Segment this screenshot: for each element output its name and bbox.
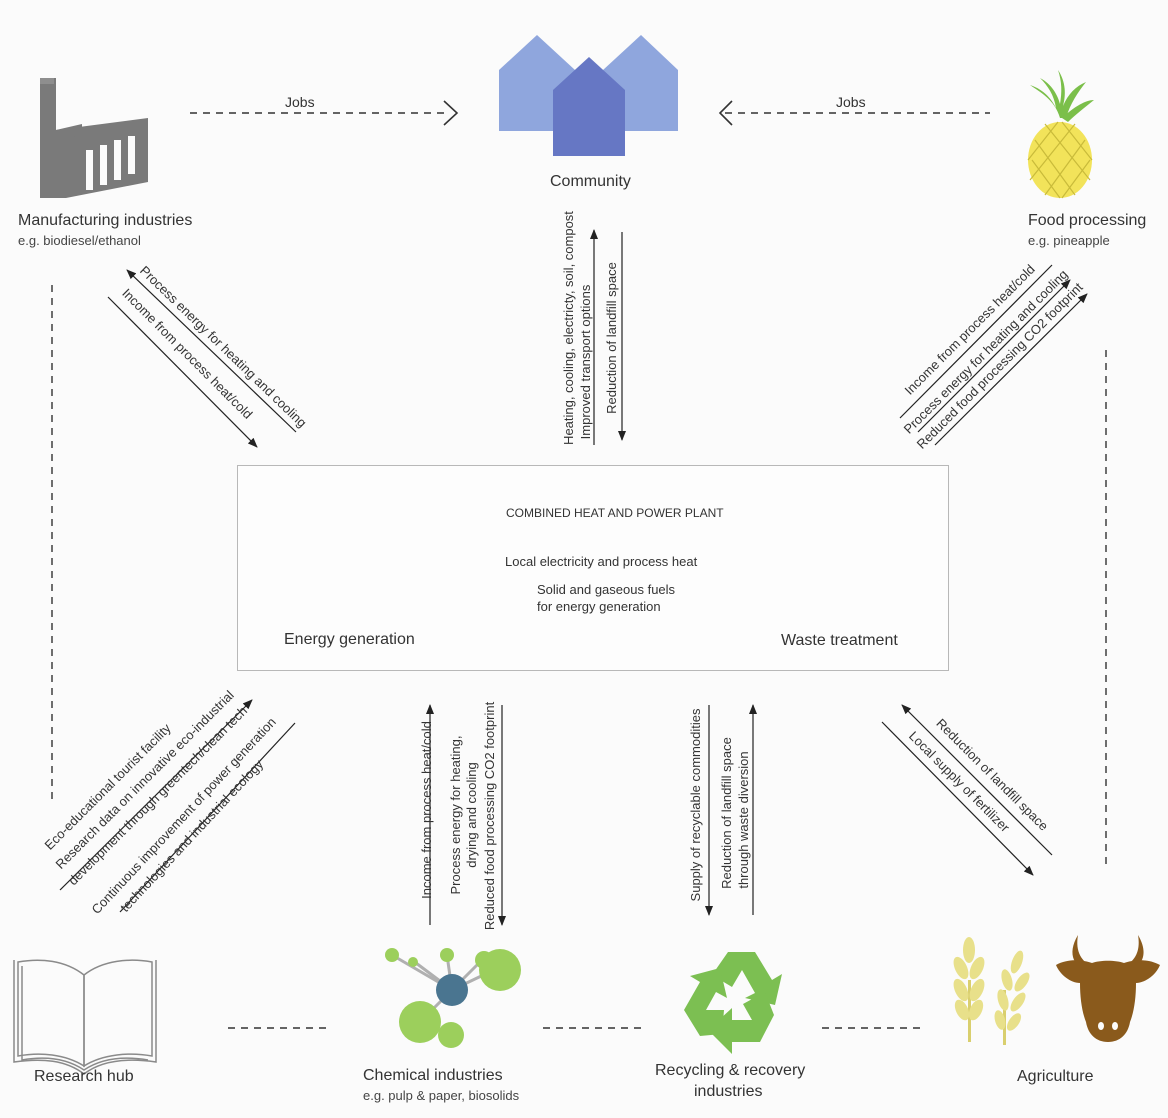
- flow-community-2: Improved transport options: [578, 284, 593, 440]
- manufacturing-title: Manufacturing industries: [18, 212, 193, 229]
- manufacturing-subtitle: e.g. biodiesel/ethanol: [18, 233, 141, 248]
- waste-title: Waste treatment: [781, 632, 898, 649]
- jobs-label-right: Jobs: [836, 94, 866, 110]
- flow-recy-2: Reduction of landfill space: [719, 737, 734, 889]
- chp-flow-left-label-2: for energy generation: [537, 599, 661, 614]
- chemical-title: Chemical industries: [363, 1067, 503, 1084]
- recycling-title-2: industries: [694, 1083, 763, 1100]
- flow-chem-3: drying and cooling: [464, 762, 479, 868]
- food-title: Food processing: [1028, 212, 1147, 229]
- arrow-research-down: [119, 722, 296, 913]
- research-title: Research hub: [34, 1068, 134, 1085]
- arrow-food-up-3: [934, 293, 1088, 446]
- houses-icon: [499, 35, 678, 156]
- flow-recy-3: through waste diversion: [736, 751, 751, 889]
- arrow-agri-down: [881, 721, 1034, 876]
- pineapple-icon: [1027, 70, 1094, 199]
- molecule-icon: [385, 948, 521, 1048]
- arrow-manu-up: [126, 269, 297, 433]
- food-subtitle: e.g. pineapple: [1028, 233, 1110, 248]
- jobs-arrow-left: [190, 100, 459, 126]
- book-icon: [13, 959, 157, 1075]
- flow-community-1: Heating, cooling, electricty, soil, comp…: [561, 211, 576, 445]
- flow-chem-1: Income from process heat/cold: [419, 721, 434, 899]
- flow-chem-4: Reduced food processing CO2 footprint: [482, 701, 497, 931]
- factory-icon: [40, 78, 148, 198]
- arrow-food-up-1: [899, 264, 1053, 419]
- energy-title: Energy generation: [284, 631, 415, 648]
- flow-community-3: Reduction of landfill space: [604, 262, 619, 414]
- agriculture-title: Agriculture: [1017, 1068, 1094, 1085]
- chp-flow-left-label-1: Solid and gaseous fuels: [537, 582, 676, 597]
- chemical-subtitle: e.g. pulp & paper, biosolids: [363, 1088, 520, 1103]
- wheat-icon: [953, 937, 1030, 1045]
- jobs-label-left: Jobs: [285, 94, 315, 110]
- arrow-food-up-2: [917, 279, 1071, 433]
- arrow-manu-down: [107, 296, 258, 448]
- cow-icon: [1056, 935, 1160, 1042]
- flow-recy-1: Supply of recyclable commodities: [688, 708, 703, 902]
- community-title: Community: [550, 173, 631, 190]
- arrow-agri-up: [901, 704, 1053, 856]
- jobs-arrow-right: [718, 100, 990, 126]
- flow-chem-2: Process energy for heating,: [448, 735, 463, 895]
- chp-plant-box: [237, 465, 949, 671]
- arrow-research-up: [59, 699, 253, 891]
- recycling-title: Recycling & recovery: [655, 1062, 806, 1079]
- chp-title: COMBINED HEAT AND POWER PLANT: [506, 506, 724, 520]
- chp-flow-right-label: Local electricity and process heat: [505, 554, 698, 569]
- recycle-icon: [684, 952, 782, 1054]
